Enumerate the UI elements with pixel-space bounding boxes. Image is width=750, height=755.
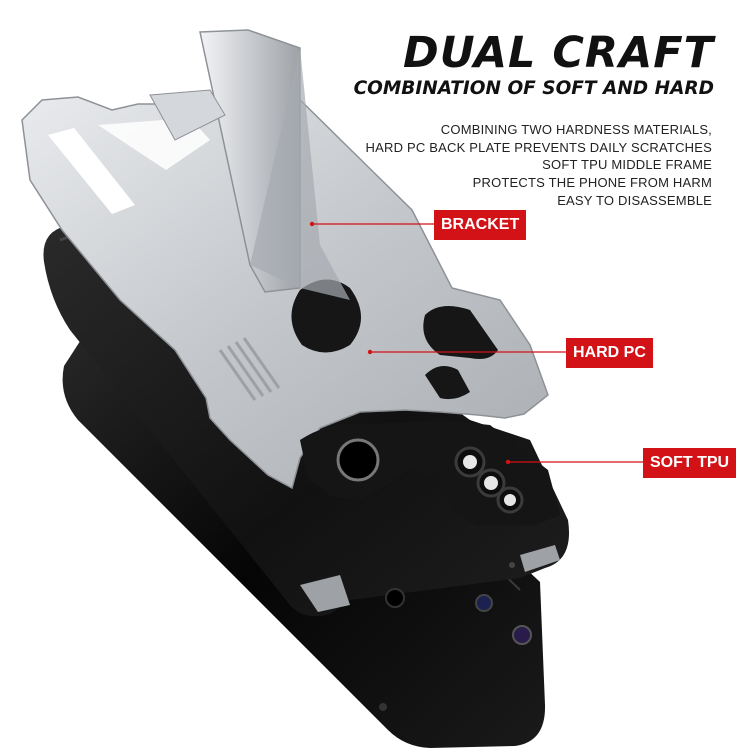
- ring-holder-icon: [336, 438, 380, 482]
- hard-pc-back-plate: [21, 29, 560, 526]
- hard-pc-label: HARD PC: [566, 338, 653, 368]
- camera-lens-icon: [512, 625, 532, 645]
- description-line: HARD PC BACK PLATE PREVENTS DAILY SCRATC…: [365, 139, 712, 155]
- camera-lens-icon: [475, 594, 493, 612]
- kickstand-bracket: [149, 29, 350, 300]
- bracket-label: BRACKET: [434, 210, 527, 240]
- feature-description: COMBINING TWO HARDNESS MATERIALS, HARD P…: [366, 121, 712, 210]
- headline-title: DUAL CRAFT: [403, 28, 714, 78]
- description-line: SOFT TPU MIDDLE FRAME: [542, 157, 712, 173]
- callout-lines: [309, 221, 643, 465]
- soft-tpu-label: SOFT TPU: [643, 448, 737, 478]
- description-line: PROTECTS THE PHONE FROM HARM: [472, 175, 712, 191]
- description-line: COMBINING TWO HARDNESS MATERIALS,: [440, 122, 712, 137]
- headline-subtitle: COMBINATION OF SOFT AND HARD: [353, 78, 714, 99]
- description-line: EASY TO DISASSEMBLE: [557, 192, 712, 208]
